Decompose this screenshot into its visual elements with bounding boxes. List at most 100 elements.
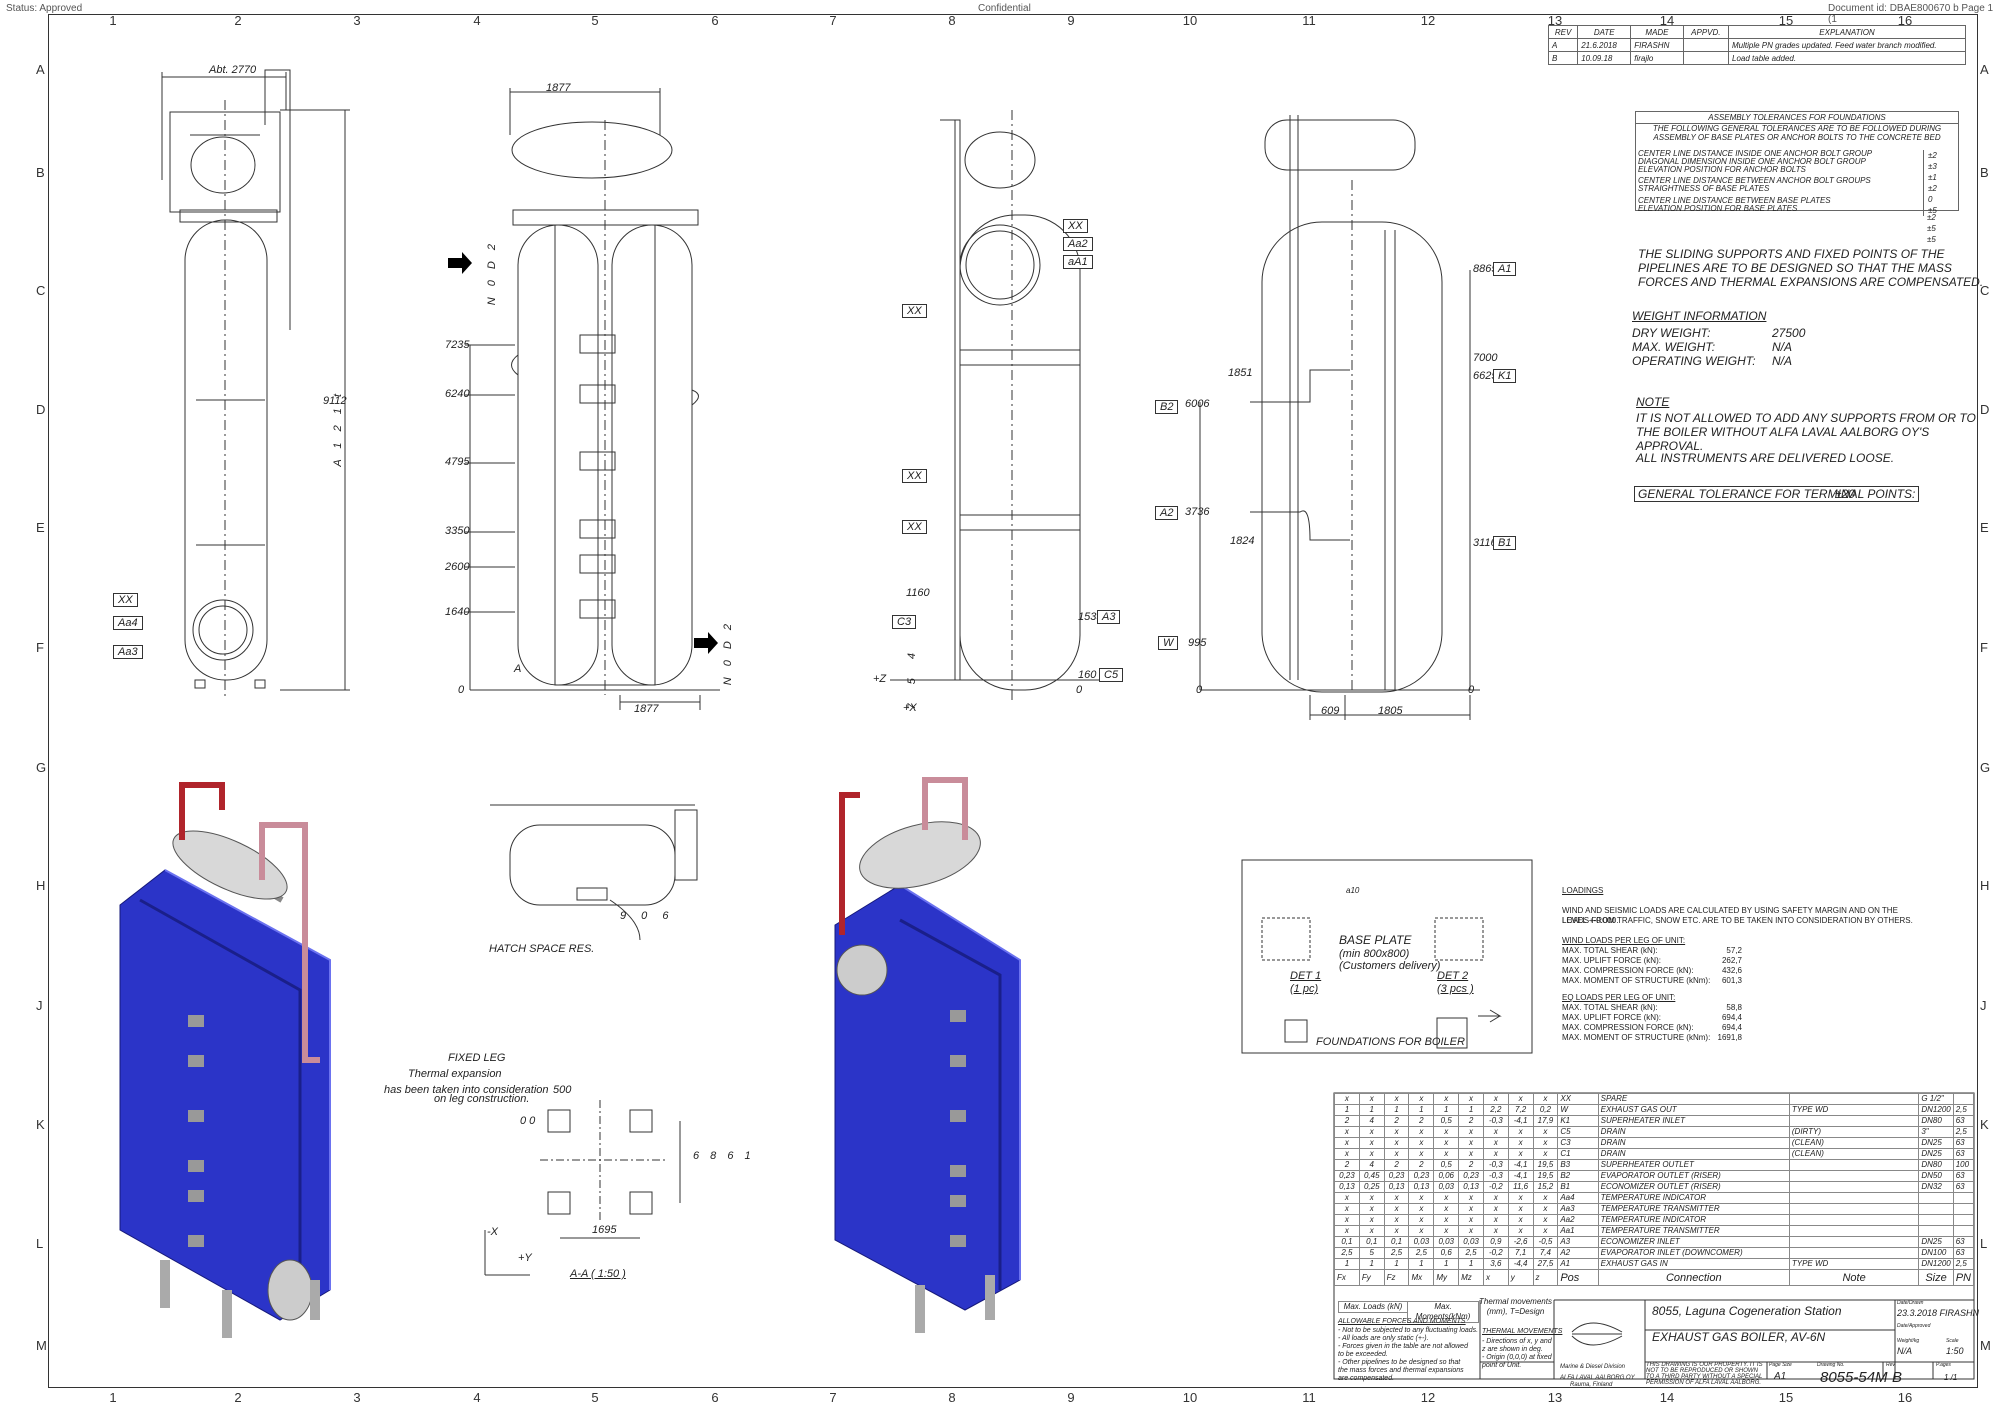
connection-cell: 0,2: [1532, 1104, 1559, 1116]
zone-column-label: 9: [1067, 1390, 1075, 1405]
load-label: MAX. MOMENT OF STRUCTURE (kNm):: [1562, 1033, 1711, 1042]
elevation-0-side: 0: [1076, 684, 1083, 696]
connection-cell: 63: [1952, 1236, 1975, 1248]
tolerance-value: ±5: [1927, 235, 1936, 244]
connection-cell: [1788, 1236, 1920, 1248]
connection-cell: x: [1383, 1214, 1410, 1226]
connection-cell: EXHAUST GAS OUT: [1597, 1104, 1790, 1116]
connection-cell: C5: [1557, 1126, 1599, 1138]
elevation-3116: 3116: [1473, 537, 1497, 549]
connection-cell: [1952, 1093, 1975, 1105]
connection-cell: SUPERHEATER OUTLET: [1597, 1159, 1790, 1171]
connection-cell: x: [1358, 1214, 1385, 1226]
eq-loads-title: EQ LOADS PER LEG OF UNIT:: [1562, 993, 1676, 1002]
dim-500: 500: [553, 1084, 572, 1096]
axis-y: +Y: [518, 1252, 532, 1264]
connection-cell: x: [1358, 1203, 1385, 1215]
tolerances-intro-1: THE FOLLOWING GENERAL TOLERANCES ARE TO …: [1652, 124, 1942, 133]
connection-cell: x: [1334, 1137, 1360, 1149]
tolerance-item: ELEVATION POSITION FOR ANCHOR BOLTS: [1638, 165, 1806, 174]
conn-head: Fy: [1358, 1269, 1385, 1286]
allowable-item: - Forces given in the table are not allo…: [1338, 1343, 1468, 1350]
zone-column-label: 5: [591, 13, 599, 28]
elevation-7235: 7235: [445, 339, 470, 351]
zone-row-label: K: [36, 1117, 45, 1132]
tolerance-value: ±2: [1927, 213, 1936, 222]
allowable-item: - Other pipelines to be designed so that: [1338, 1359, 1461, 1366]
connection-cell: x: [1482, 1225, 1509, 1237]
connection-cell: x: [1532, 1225, 1559, 1237]
connection-cell: 5: [1358, 1247, 1385, 1259]
zone-column-label: 3: [353, 1390, 361, 1405]
side-view-far-right: [1199, 115, 1480, 720]
zone-row-label: G: [1980, 760, 1991, 775]
zone-column-label: 14: [1659, 1390, 1675, 1405]
assembly-tolerances-box: ASSEMBLY TOLERANCES FOR FOUNDATIONS THE …: [1635, 111, 1959, 244]
connection-cell: 63: [1952, 1115, 1975, 1127]
dim-1824: 1824: [1230, 535, 1255, 547]
date-drawn-label: Date/Drawn: [1897, 1300, 1924, 1306]
connection-cell: [1788, 1170, 1920, 1182]
connection-cell: x: [1458, 1137, 1484, 1149]
zone-column-label: 14: [1659, 13, 1675, 28]
connection-cell: [1788, 1115, 1920, 1127]
connection-cell: x: [1482, 1137, 1509, 1149]
zone-column-label: 12: [1420, 1390, 1436, 1405]
zone-row-label: J: [1980, 998, 1987, 1013]
tag-aa3: Aa3: [113, 645, 143, 659]
connection-cell: 1: [1358, 1258, 1385, 1270]
loadings-title: LOADINGS: [1562, 886, 1604, 895]
conn-head: Pos: [1557, 1269, 1599, 1286]
zone-column-label: 3: [353, 13, 361, 28]
connection-cell: x: [1408, 1214, 1435, 1226]
zone-column-label: 8: [948, 13, 956, 28]
zone-column-label: 13: [1547, 1390, 1563, 1405]
zone-column-label: 12: [1420, 13, 1436, 28]
allowable-item: - Not to be subjected to any fluctuating…: [1338, 1327, 1479, 1334]
elevation-0: 0: [458, 684, 465, 696]
thermal-item: - Origin (0,0,0) at fixed: [1482, 1354, 1552, 1361]
conn-head: z: [1532, 1269, 1559, 1286]
connection-cell: x: [1383, 1148, 1410, 1160]
connection-cell: A1: [1557, 1258, 1599, 1270]
connection-cell: x: [1507, 1093, 1534, 1105]
connection-cell: x: [1408, 1137, 1435, 1149]
connection-cell: x: [1358, 1093, 1385, 1105]
zone-row-label: L: [36, 1236, 44, 1251]
document-id: Document id: DBAE800670 b Page 1 (1: [1828, 3, 1994, 25]
connection-cell: -0,2: [1482, 1181, 1509, 1193]
zone-row-label: F: [36, 640, 44, 655]
allowable-item: to be exceeded.: [1338, 1351, 1388, 1358]
connection-cell: x: [1358, 1192, 1385, 1204]
connection-cell: EVAPORATOR INLET (DOWNCOMER): [1597, 1247, 1790, 1259]
company: ALFA LAVAL AALBORG OY: [1560, 1375, 1635, 1381]
connection-cell: TYPE WD: [1788, 1258, 1920, 1270]
connection-cell: -0,5: [1532, 1236, 1559, 1248]
connection-cell: DRAIN: [1597, 1126, 1790, 1138]
dim-0-0: 0 0: [520, 1115, 536, 1127]
connection-cell: 7,2: [1507, 1104, 1534, 1116]
connection-cell: x: [1358, 1225, 1385, 1237]
tolerance-value: 0: [1928, 195, 1933, 204]
isometric-boiler-right: [834, 777, 1021, 1333]
connection-cell: x: [1507, 1137, 1534, 1149]
connection-cell: B1: [1557, 1181, 1599, 1193]
connection-cell: 3": [1918, 1126, 1954, 1138]
connection-cell: DRAIN: [1597, 1137, 1790, 1149]
rev-cell: B: [1547, 51, 1579, 65]
connection-cell: B2: [1557, 1170, 1599, 1182]
tag-xx-2: XX: [902, 304, 927, 318]
connection-cell: 2: [1383, 1115, 1410, 1127]
tag-a2: A2: [1155, 506, 1179, 520]
connection-cell: A3: [1557, 1236, 1599, 1248]
det2-label: DET 2: [1437, 970, 1469, 982]
connection-cell: DN100: [1918, 1247, 1954, 1259]
connection-cell: 0,23: [1334, 1170, 1360, 1182]
tolerance-values-extra: ±2 ±5 ±5: [1927, 212, 1957, 245]
tag-xx: XX: [113, 593, 138, 607]
connection-cell: x: [1532, 1137, 1559, 1149]
